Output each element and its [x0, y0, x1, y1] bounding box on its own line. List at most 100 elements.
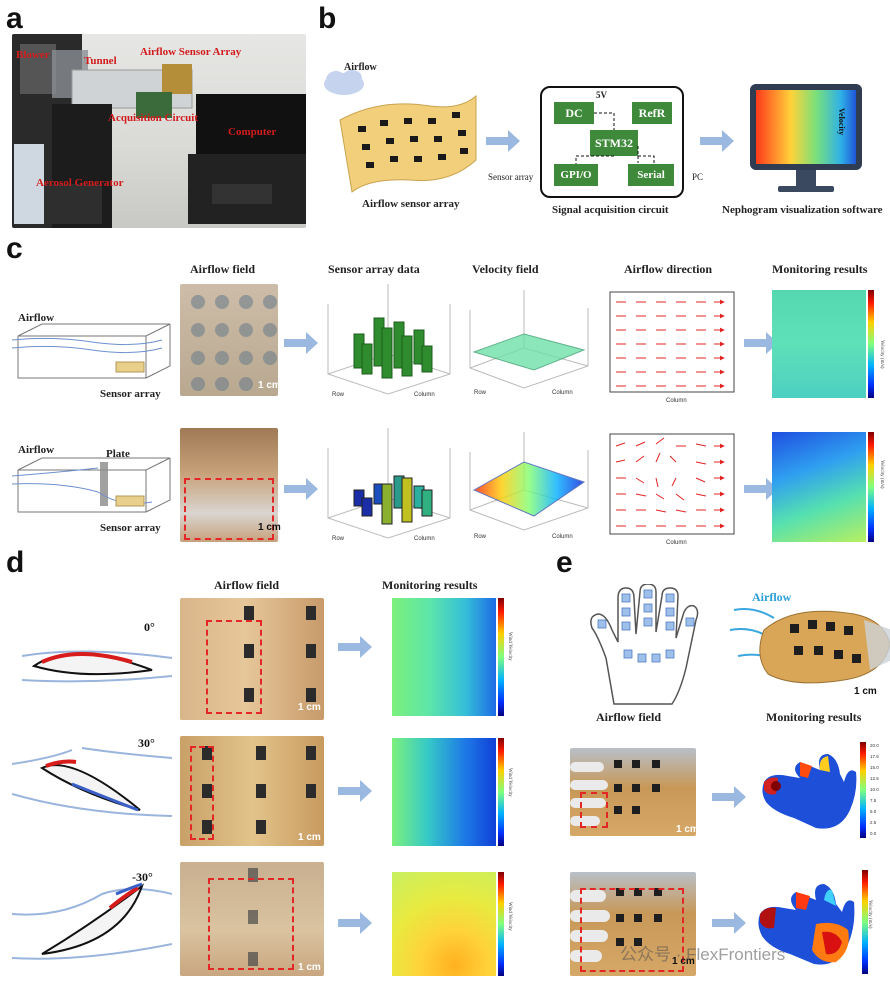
d1-colorbar: [498, 598, 504, 716]
c1-scale-bar: 1 cm: [258, 380, 281, 391]
stm32-block: STM32: [590, 130, 638, 156]
panel-letter-d: d: [6, 546, 25, 579]
d-header-results: Monitoring results: [382, 578, 478, 592]
e1-scale-bar: 1 cm: [676, 824, 699, 835]
c1-surface-axis-row: Row: [474, 390, 487, 396]
gpio-block: GPI/O: [554, 164, 598, 186]
e1-cbar-tick: 2.5: [870, 820, 877, 825]
serial-block: Serial: [628, 164, 674, 186]
d2-colorbar-label: Wind Velocity: [507, 768, 512, 797]
circuit-wires: [575, 112, 655, 164]
e1-cbar-tick: 12.5: [870, 776, 879, 781]
c2-colorbar: [868, 432, 874, 542]
d2-result-map: [392, 738, 496, 846]
c2-quiver-axis-column: Column: [666, 540, 687, 546]
refr-block: RefR: [632, 102, 672, 124]
software-caption: Nephogram visualization software: [722, 204, 883, 216]
arrow-d3: [338, 912, 372, 934]
e1-colorbar-ticks: 20.0 17.5 15.0 12.5 10.0 7.5 5.0 2.5 0.0: [870, 740, 886, 839]
c-header-velocity: Velocity field: [472, 262, 539, 276]
c2-colorbar-label: Velocity (m/s): [879, 460, 884, 489]
c2-result-map: [772, 432, 866, 542]
c1-field-photo: [180, 284, 278, 396]
c2-scale-bar: 1 cm: [258, 522, 281, 533]
c1-tunnel-diagram: [12, 323, 171, 379]
e-airflow-label: Airflow: [752, 590, 792, 604]
d2-colorbar: [498, 738, 504, 846]
d1-colorbar-label: Wind Velocity: [507, 632, 512, 661]
e1-hand-heatmap: [762, 754, 857, 829]
e2-colorbar: [862, 870, 868, 974]
e2-hand-heatmap: [758, 884, 855, 965]
airflow-label-b: Airflow: [344, 62, 377, 73]
c2-bar-axis-row: Row: [332, 536, 345, 542]
c2-field-photo: [180, 428, 278, 542]
c2-surface-axis-column: Column: [552, 534, 573, 540]
d3-scale-bar: 1 cm: [298, 962, 321, 973]
c-header-direction: Airflow direction: [624, 262, 713, 276]
circuit-box: [540, 86, 684, 198]
d2-highlight-box: [190, 746, 214, 840]
panel-letter-c: c: [6, 232, 23, 265]
circuit-caption: Signal acquisition circuit: [552, 204, 669, 216]
watermark: 公众号 · FlexFrontiers: [620, 945, 786, 964]
angle-minus-30: -30°: [132, 870, 153, 884]
glove-outline-diagram: [590, 584, 699, 705]
arrow-c1b: [744, 332, 778, 354]
e2-colorbar-label: Velocity (m/s): [867, 900, 872, 929]
panel-letter-a: a: [6, 2, 23, 35]
arrow-c2a: [284, 478, 318, 500]
monitor-screen: [750, 84, 862, 170]
airfoil-minus30-diagram: [12, 882, 172, 960]
c1-sensor-array-label: Sensor array: [100, 388, 161, 400]
label-blower: Blower: [16, 49, 50, 61]
e2-scale-bar: 1 cm: [672, 956, 695, 967]
c-header-data: Sensor array data: [328, 262, 420, 276]
c1-colorbar-label: Velocity (m/s): [879, 340, 884, 369]
d1-field-photo: [180, 598, 324, 720]
d3-colorbar: [498, 872, 504, 976]
c-header-field: Airflow field: [190, 262, 255, 276]
e1-cbar-tick: 10.0: [870, 787, 879, 792]
d1-scale-bar: 1 cm: [298, 702, 321, 713]
c1-colorbar: [868, 290, 874, 398]
label-acquisition-circuit: Acquisition Circuit: [108, 112, 198, 124]
d-header-field: Airflow field: [214, 578, 279, 592]
label-computer: Computer: [228, 126, 277, 138]
e1-cbar-tick: 20.0: [870, 743, 879, 748]
arrow-e1: [712, 786, 746, 808]
c1-bar-axis-column: Column: [414, 392, 435, 398]
d3-colorbar-label: Wind Velocity: [507, 902, 512, 931]
arrow-d2: [338, 780, 372, 802]
c1-quiver-axis-column: Column: [666, 398, 687, 404]
arrow-c2b: [744, 478, 778, 500]
d1-result-map: [392, 598, 496, 716]
e-glove-photo: [729, 608, 890, 684]
d2-field-photo: [180, 736, 324, 846]
monitor-stand: [796, 170, 816, 186]
c2-tunnel-diagram: [12, 457, 171, 513]
c-header-results: Monitoring results: [772, 262, 868, 276]
setup-photo: [12, 34, 306, 228]
d3-field-photo: [180, 862, 324, 976]
airfoil-30-diagram: [12, 747, 172, 817]
e-header-results: Monitoring results: [766, 710, 862, 724]
d3-result-map: [392, 872, 496, 976]
c2-direction-quiver: Column: [609, 433, 735, 546]
d1-highlight-box: [206, 620, 262, 714]
arrow-b2: [700, 130, 734, 152]
c2-highlight-box: [184, 478, 274, 540]
arrow-e2: [712, 912, 746, 934]
pc-output: PC: [692, 172, 704, 182]
monitor-base: [778, 186, 834, 192]
c2-surface-axis-row: Row: [474, 534, 487, 540]
e1-field-photo: [570, 748, 696, 836]
c2-airflow-label: Airflow: [18, 444, 55, 456]
label-airflow-sensor-array: Airflow Sensor Array: [140, 46, 242, 58]
e1-highlight-box: [580, 792, 608, 828]
c1-bar-axis-row: Row: [332, 392, 345, 398]
airfoil-0-diagram: [22, 650, 172, 683]
e-header-field: Airflow field: [596, 710, 661, 724]
c2-sensor-array-label: Sensor array: [100, 522, 161, 534]
e1-cbar-tick: 15.0: [870, 765, 879, 770]
